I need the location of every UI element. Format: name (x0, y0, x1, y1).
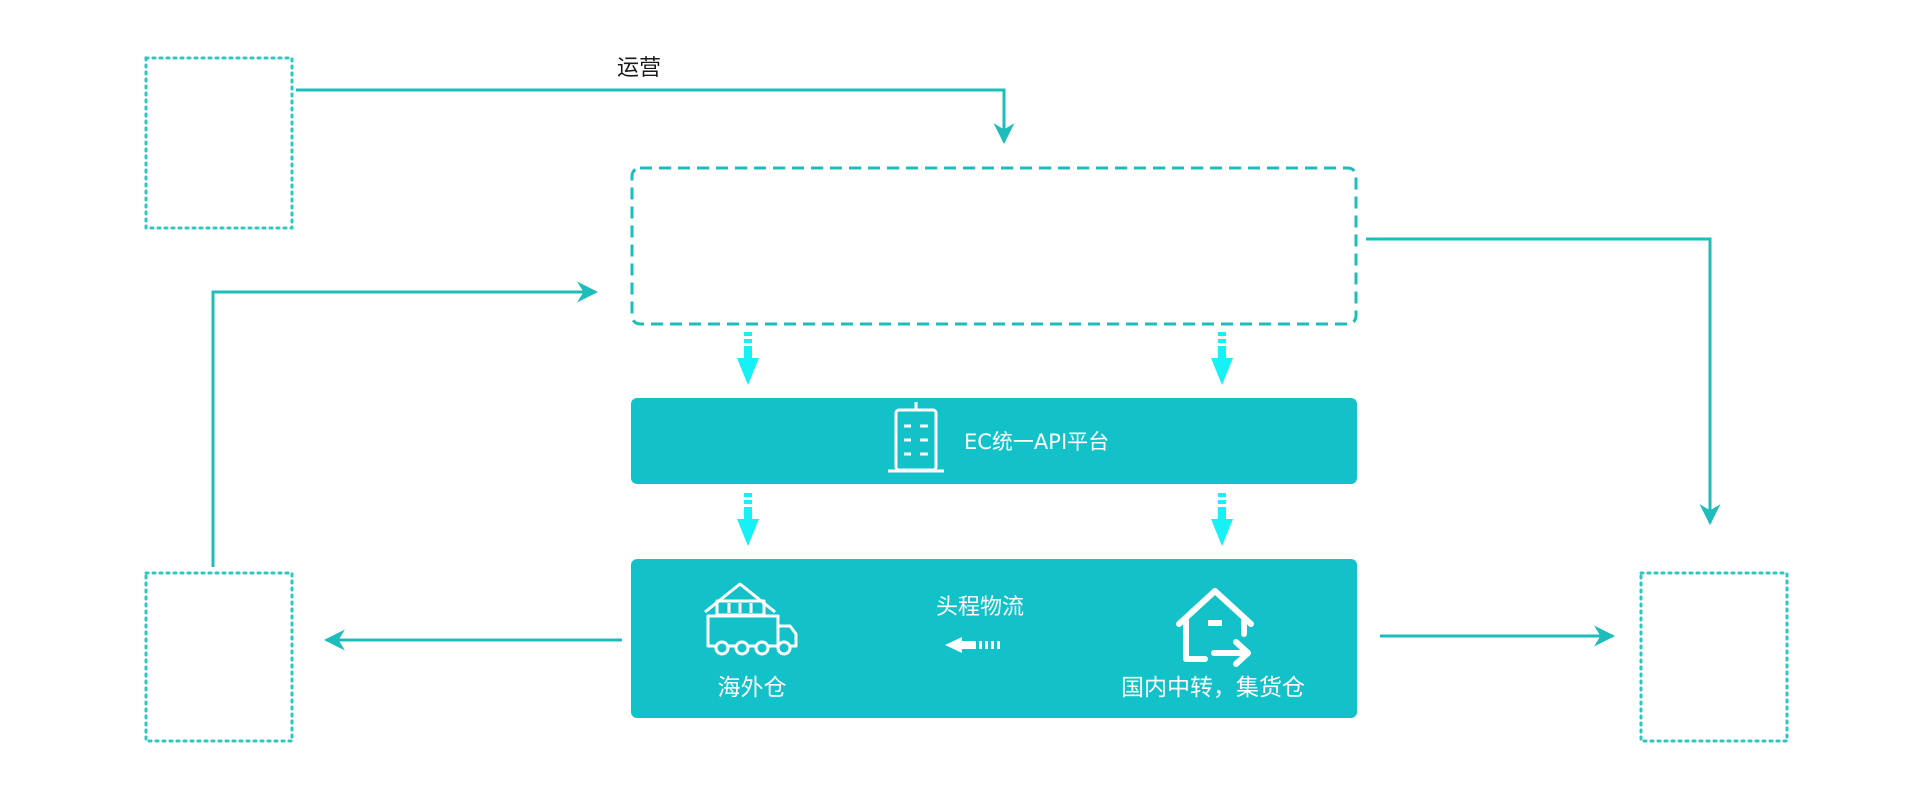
feedback-connector (211, 281, 599, 567)
api-platform-bar (631, 398, 1357, 484)
flow-arrow-top-left (737, 332, 759, 385)
warehouse-truck-icon (704, 582, 798, 656)
overseas-warehouse-label: 海外仓 (718, 675, 787, 701)
dashed-top-container (630, 166, 1358, 326)
placeholder-box-top-left (144, 56, 294, 230)
logistics-panel (631, 559, 1357, 718)
api-platform-label: EC统一API平台 (964, 430, 1109, 454)
headhaul-label: 头程物流 (936, 595, 1024, 620)
placeholder-box-bottom-left (144, 571, 294, 743)
arrow-left-icon (945, 637, 1000, 653)
flow-arrow-middle-right (1211, 493, 1233, 546)
right-downward-connector (1366, 237, 1721, 526)
house-transfer-icon (1176, 588, 1254, 667)
operations-label: 运营 (617, 56, 661, 81)
placeholder-box-bottom-right (1639, 571, 1789, 743)
building-icon (888, 402, 944, 473)
flow-arrow-middle-left (737, 493, 759, 546)
house-window (1208, 620, 1222, 626)
operations-connector (296, 88, 1015, 145)
domestic-transit-label: 国内中转，集货仓 (1121, 675, 1305, 701)
flow-arrow-top-right (1211, 332, 1233, 385)
